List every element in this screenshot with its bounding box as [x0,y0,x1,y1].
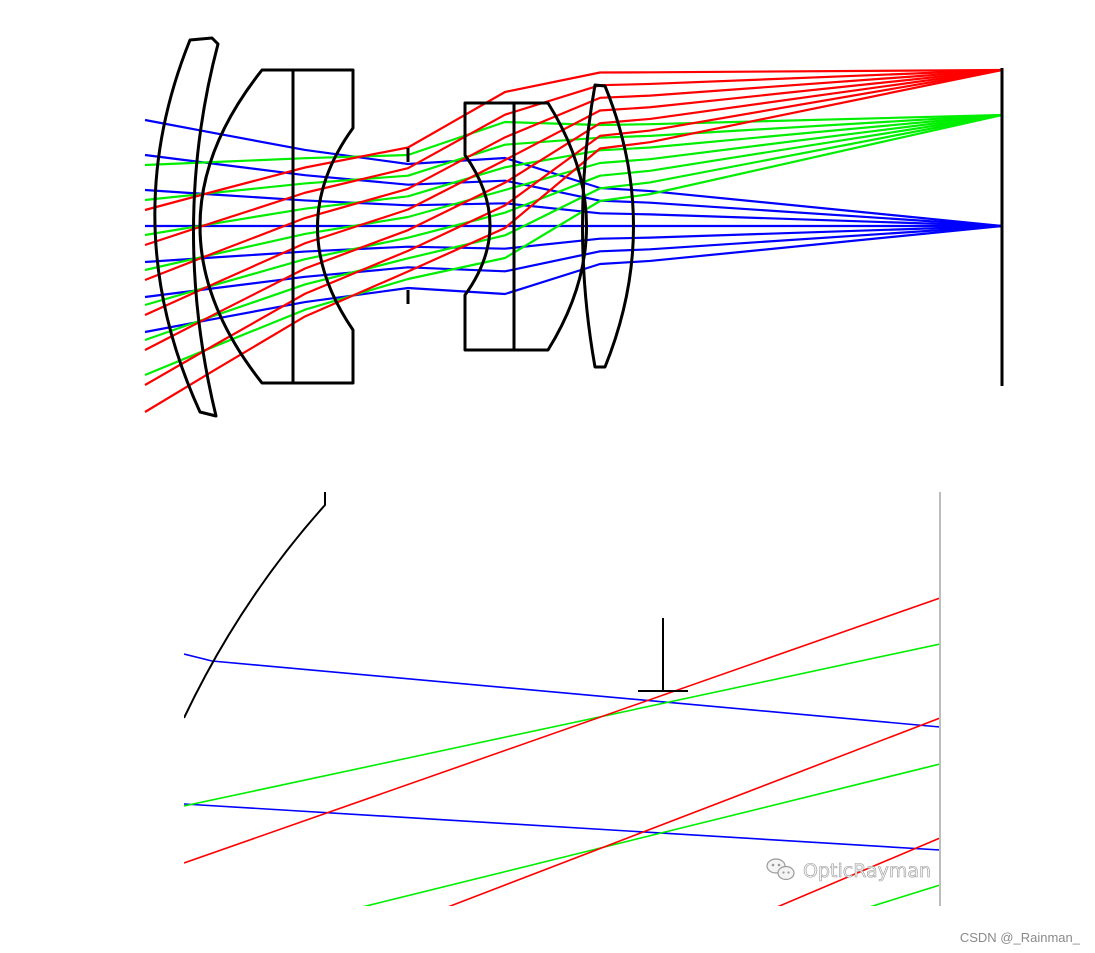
author-credit: CSDN @_Rainman_ [959,930,1080,945]
zoomed-ray [870,884,940,906]
zoomed-ray [184,803,940,851]
overview-ray [144,113,1003,377]
overview-ray [144,113,1003,272]
zoomed-detail: OpticRayman [184,492,941,906]
watermark: OpticRayman [766,858,931,882]
zoomed-ray [362,763,940,906]
lens-layout-overview [144,36,1004,418]
overview-ray [144,113,1003,202]
overview-ray [144,68,1003,413]
zoomed-ray [448,717,940,906]
wechat-icon [766,858,795,881]
overview-ray [144,68,1003,351]
overview-ray [144,153,1003,228]
ray-fans [144,68,1003,413]
lens-element-3 [463,101,588,352]
overview-ray [144,113,1003,307]
overview-ray [144,68,1003,386]
overview-ray [144,113,1003,167]
lens-element-4 [581,83,635,369]
zoomed-ray [777,837,940,906]
overview-ray [144,68,1003,247]
zoomed-rays [184,597,940,906]
overview-ray [144,113,1003,237]
lens-edge-curve [184,492,326,719]
zoomed-ray [184,643,940,807]
overview-ray [144,224,1003,334]
zoomed-ray [184,597,940,864]
overview-ray [144,68,1003,282]
lens-element-2 [198,68,355,385]
watermark-text: OpticRayman [803,860,931,882]
zoomed-ray [184,653,940,728]
overview-ray [144,68,1003,317]
overview-ray [144,113,1003,342]
overview-ray [144,68,1003,212]
lens-element-1 [153,36,220,418]
lens-elements [153,36,1004,418]
overview-ray [144,224,1003,299]
